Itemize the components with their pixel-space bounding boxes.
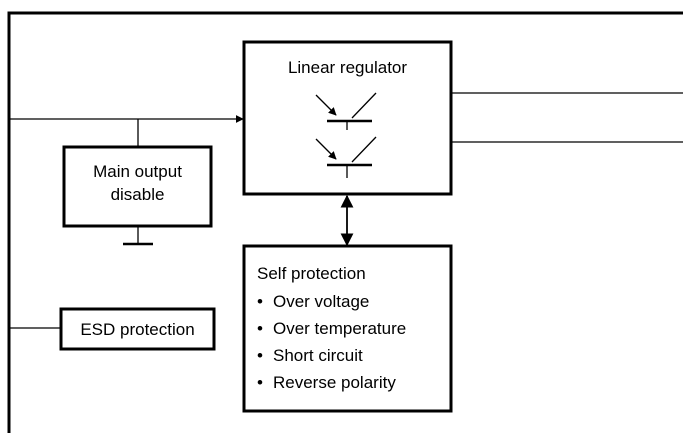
linear-regulator-title: Linear regulator xyxy=(288,58,407,77)
bullet: • xyxy=(257,319,263,338)
self-protection-item: Over voltage xyxy=(273,292,369,311)
main-output-disable-block: Main output disable xyxy=(62,145,213,246)
outer-frame xyxy=(7,11,683,433)
self-protection-item: Reverse polarity xyxy=(273,373,396,392)
esd-protection-block: ESD protection xyxy=(59,307,216,351)
bullet: • xyxy=(257,373,263,392)
self-protection-title: Self protection xyxy=(257,264,366,283)
esd-protection-label: ESD protection xyxy=(80,320,194,339)
linear-regulator-box xyxy=(242,40,453,196)
transistor-icon xyxy=(315,92,377,130)
self-protection-box xyxy=(242,244,453,413)
transistor-icon xyxy=(315,136,377,178)
bullet: • xyxy=(257,292,263,311)
main-output-disable-label-line2: disable xyxy=(111,185,165,204)
self-protection-item: Short circuit xyxy=(273,346,363,365)
self-protection-block: Self protection • Over voltage • Over te… xyxy=(242,244,453,413)
ground-icon xyxy=(123,226,153,246)
bullet: • xyxy=(257,346,263,365)
self-protection-item: Over temperature xyxy=(273,319,406,338)
esd-protection-box xyxy=(59,307,216,351)
main-output-disable-label-line1: Main output xyxy=(93,162,182,181)
linear-regulator-block: Linear regulator xyxy=(242,40,453,196)
